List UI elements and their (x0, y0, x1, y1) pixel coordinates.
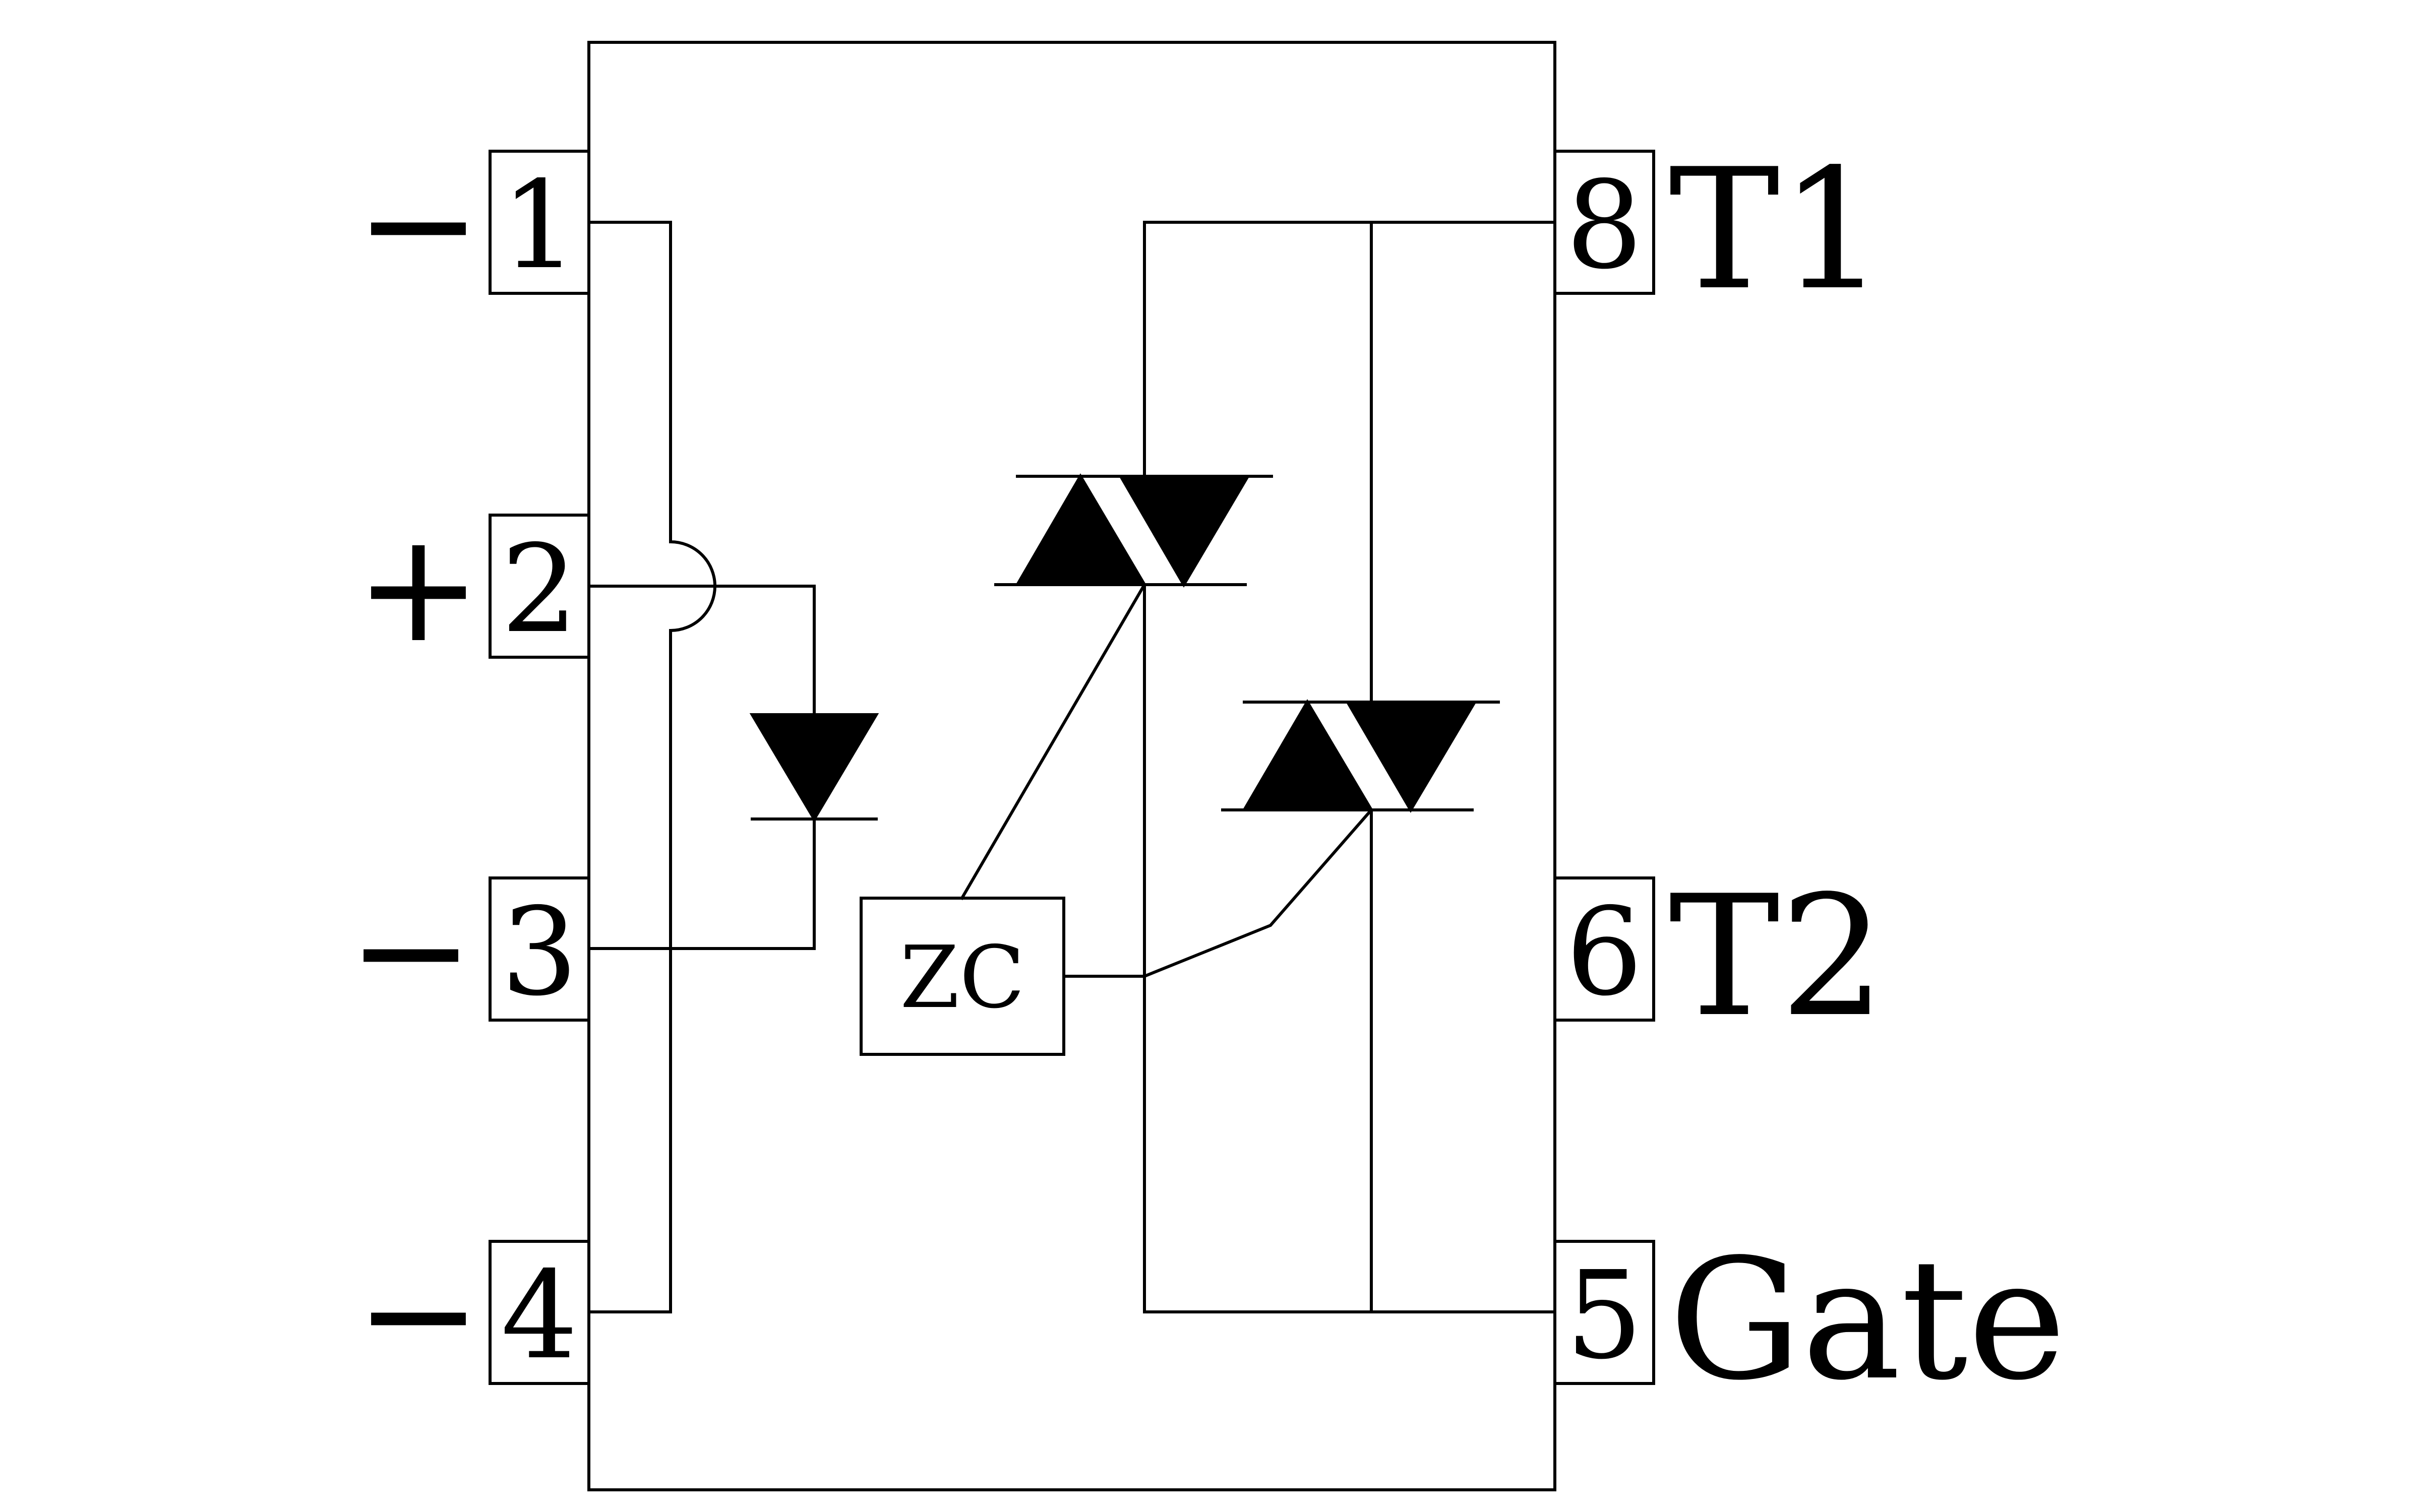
zero-cross-box (860, 897, 1065, 1056)
pin-number-3: 3 (501, 881, 578, 1023)
pin-number-2: 2 (501, 519, 578, 660)
pin-number-4: 4 (501, 1245, 578, 1386)
wire-triac1-gate (1143, 583, 1556, 1313)
wire-zc-triac1 (959, 582, 1147, 901)
triac1-down-triangle (1118, 475, 1251, 588)
wire-diode-pin3 (587, 817, 816, 950)
input-diode-triangle (749, 713, 879, 822)
pin-sign-2: + (355, 500, 481, 676)
pin-number-6: 6 (1566, 881, 1643, 1023)
pin-box-1 (489, 150, 590, 295)
pin-label-t2: T2 (1669, 860, 1886, 1053)
wire-pin2-diode (587, 585, 816, 716)
pin-sign-4: − (355, 1226, 481, 1402)
triac2-up-triangle (1241, 699, 1374, 811)
pin-sign-1: − (355, 136, 481, 312)
pin-sign-3: − (347, 863, 474, 1039)
pin-label-t1: T1 (1669, 133, 1886, 327)
pin-number-1: 1 (501, 155, 578, 296)
triac2-down-triangle (1345, 701, 1478, 813)
pin-box-6 (1553, 876, 1655, 1022)
pin-number-5: 5 (1566, 1245, 1643, 1386)
pin-label-gate: Gate (1669, 1223, 2066, 1417)
pin-box-2 (489, 514, 590, 659)
triac1-up-triangle (1014, 473, 1147, 586)
wire-t1-rail (1143, 221, 1556, 478)
zero-cross-label: ZC (900, 928, 1025, 1028)
pin-box-4 (489, 1240, 590, 1385)
pin-number-8: 8 (1566, 155, 1643, 296)
wire-zc-triac2 (1062, 807, 1374, 978)
